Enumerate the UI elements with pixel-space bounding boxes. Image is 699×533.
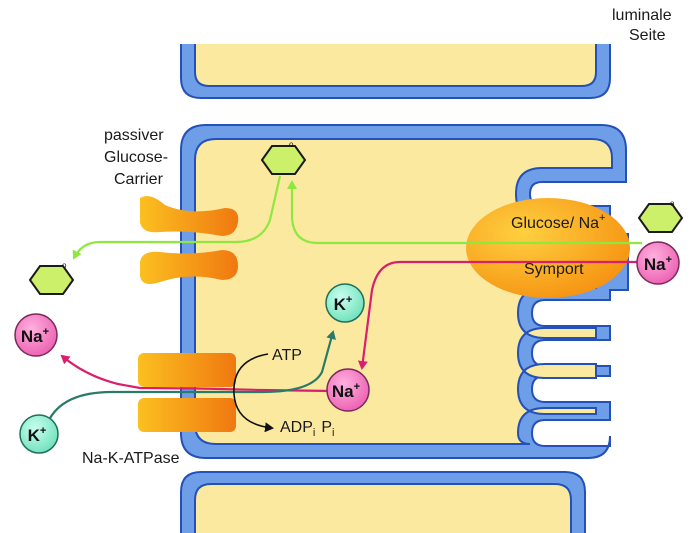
svg-text:o: o (289, 140, 294, 149)
label-carrier-line2: Glucose- (104, 149, 168, 166)
passive-glucose-carrier (140, 196, 239, 284)
sodium-arrow-pump (60, 354, 333, 393)
pump-upper-half (138, 353, 236, 387)
upper-cell (180, 44, 611, 99)
sodium-ion-extracellular: Na+ (14, 313, 58, 357)
carrier-lower-half (140, 250, 238, 284)
glucose-molecule-extracellular: o (28, 261, 75, 295)
pump-lower-half (138, 398, 236, 432)
label-carrier-line3: Carrier (114, 171, 164, 188)
svg-text:o: o (670, 199, 675, 208)
potassium-ion-cytoplasm: K+ (325, 283, 365, 323)
svg-text:K+: K+ (28, 425, 47, 445)
svg-text:Na+: Na+ (644, 254, 672, 274)
carrier-upper-half (140, 196, 239, 236)
glucose-na-symport (466, 198, 630, 298)
label-luminal-line1: luminale (612, 7, 672, 24)
glucose-arrow-uptake (287, 180, 642, 245)
glucose-molecule-cytoplasm: o (260, 140, 307, 175)
glucose-arrow-release (72, 175, 282, 260)
potassium-ion-extracellular: K+ (19, 414, 59, 454)
label-symport-line2: Symport (524, 261, 584, 278)
svg-text:Na+: Na+ (332, 381, 360, 401)
potassium-arrow (47, 330, 336, 423)
label-atp: ATP (272, 347, 302, 364)
svg-text:K+: K+ (334, 294, 353, 314)
svg-text:Na+: Na+ (21, 326, 49, 346)
svg-text:o: o (62, 261, 67, 270)
sodium-ion-cytoplasm: Na+ (326, 368, 370, 412)
label-na-k-atpase: Na-K-ATPase (82, 450, 180, 467)
na-k-atpase (138, 353, 236, 432)
sodium-arrow-symport (357, 260, 642, 370)
label-luminal-line2: Seite (629, 27, 666, 44)
atp-hydrolysis-arrow (233, 353, 274, 433)
label-symport-line1: Glucose/ Na+ (511, 212, 605, 232)
label-carrier-line1: passiver (104, 127, 164, 144)
glucose-molecule-lumen: o (637, 199, 684, 233)
sodium-ion-lumen: Na+ (636, 241, 680, 285)
lower-cell (180, 471, 586, 533)
